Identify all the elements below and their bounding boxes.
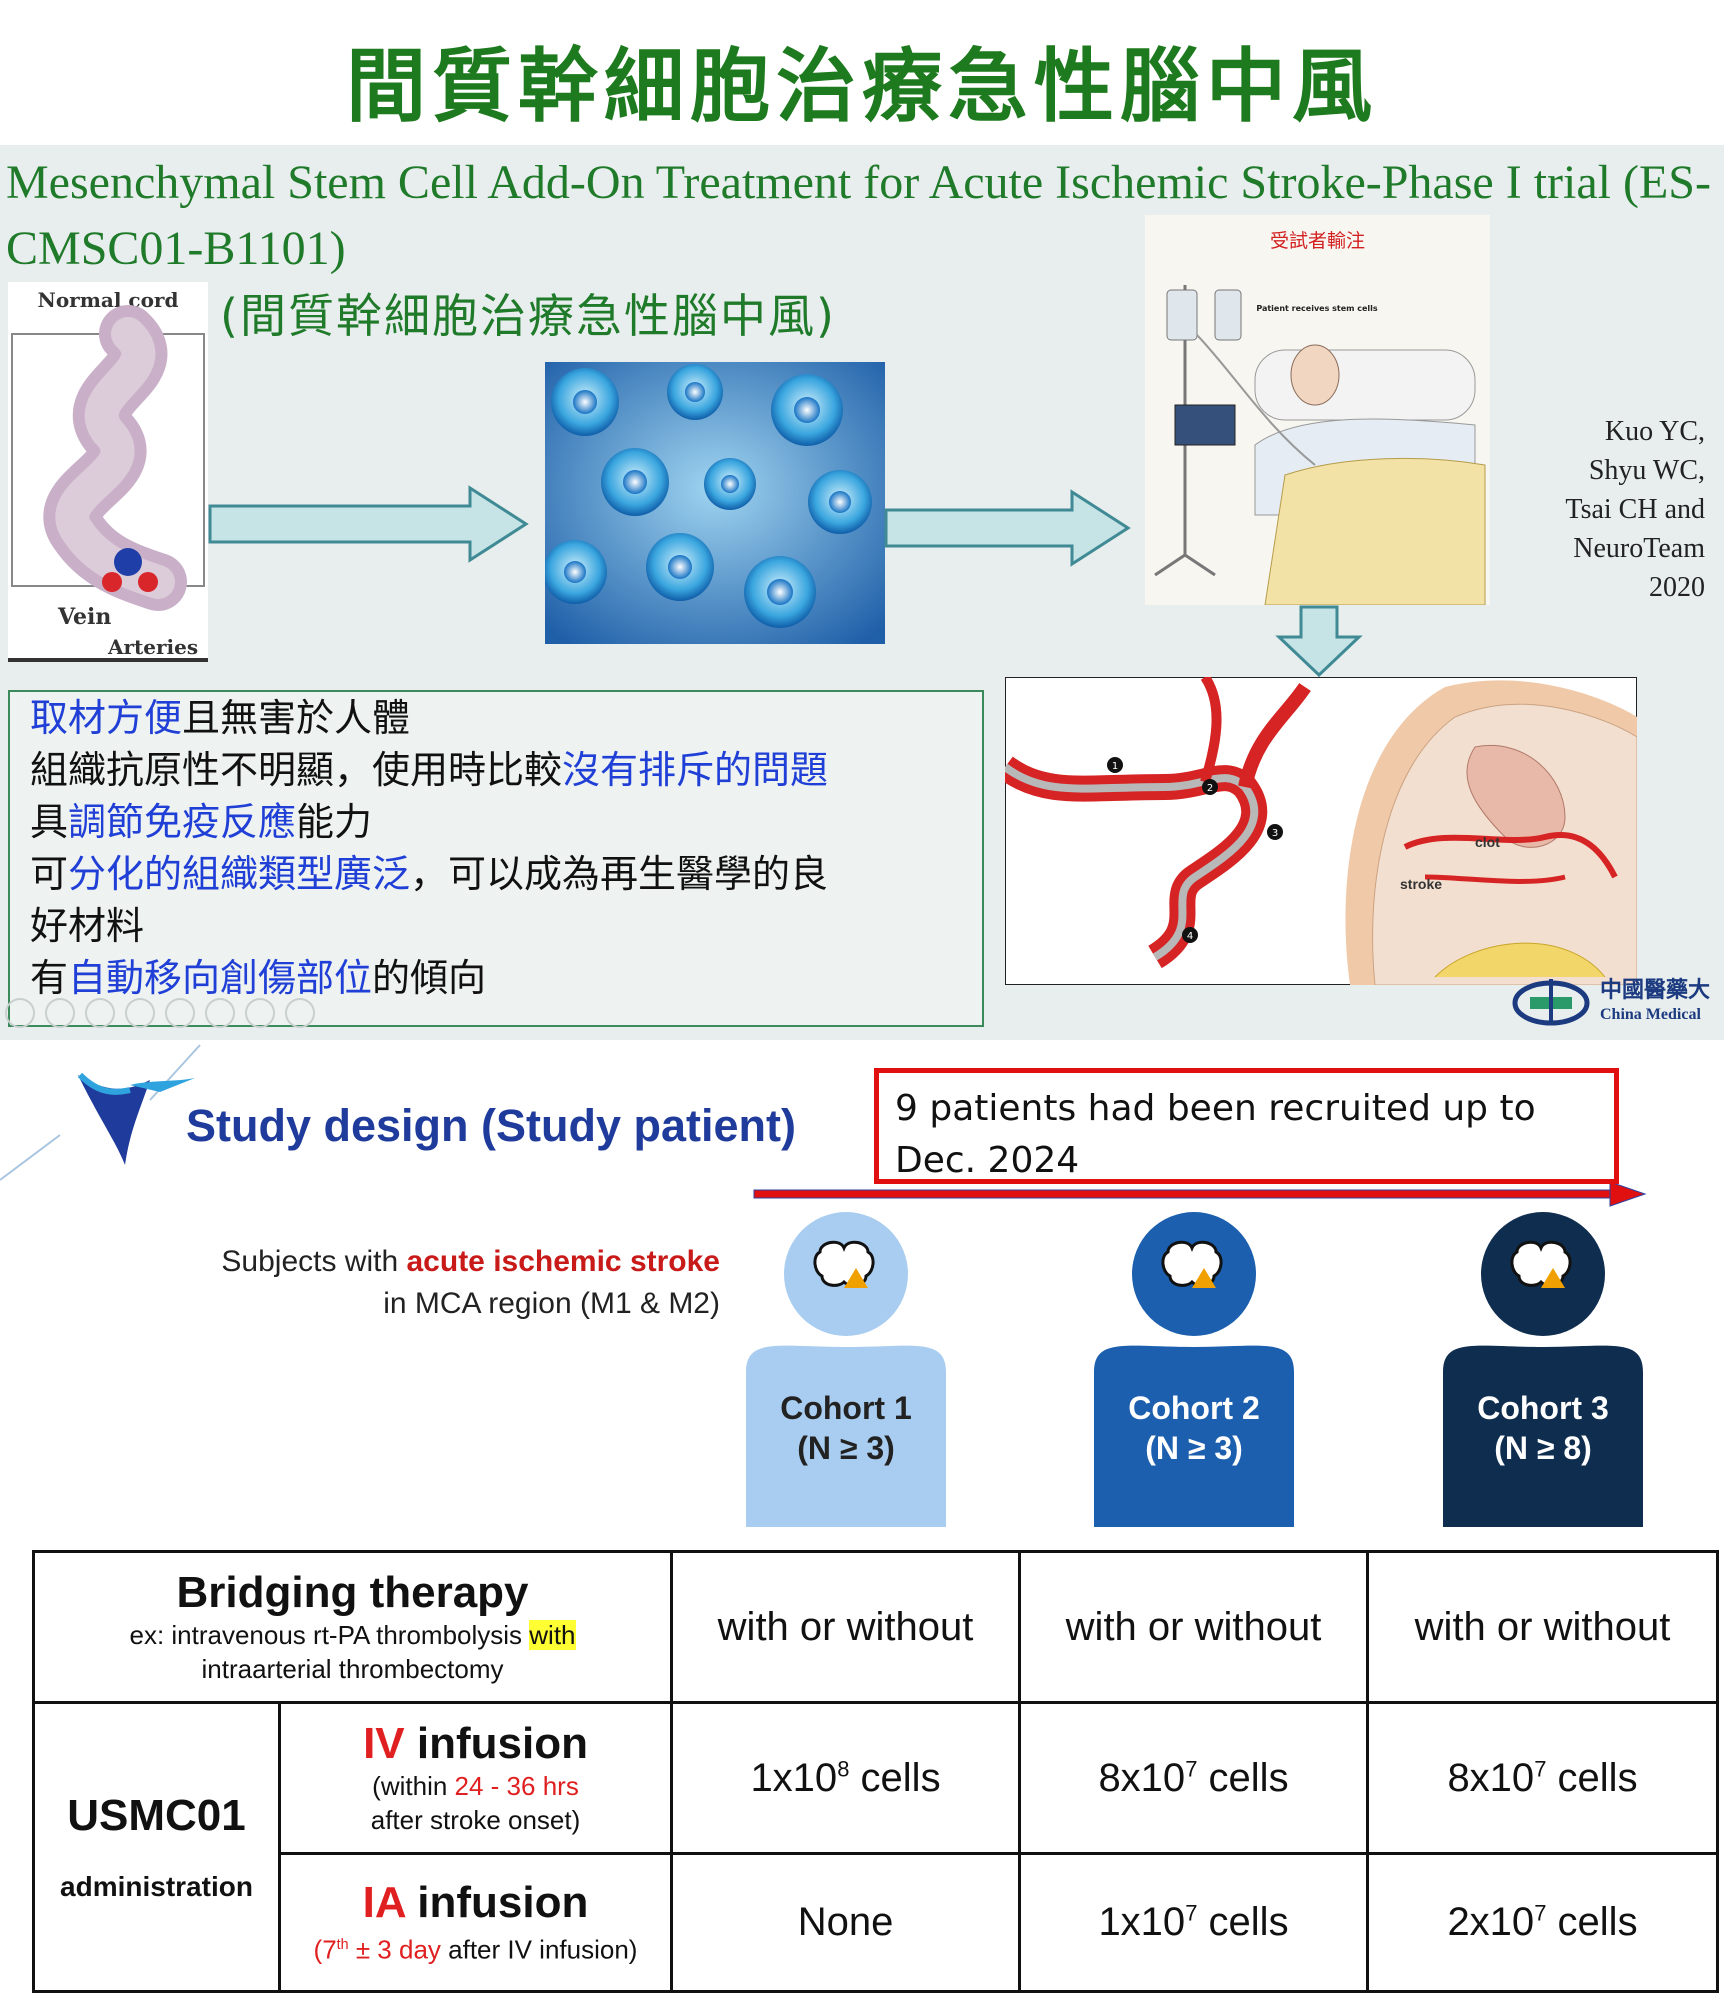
bridging-therapy-header: Bridging therapy ex: intravenous rt-PA t…	[31, 1549, 674, 1705]
table-cell: 8x107 cells	[1366, 1701, 1720, 1856]
patient-caption: 受試者輸注	[1269, 230, 1365, 252]
cord-label-vein: Vein	[57, 604, 111, 630]
logo-text-en: China Medical	[1600, 1006, 1701, 1023]
table-row: USMC01 administration IV infusion (withi…	[32, 1701, 1720, 1993]
table-cell: 1x108 cells	[670, 1701, 1022, 1856]
timeline-arrow	[753, 1181, 1647, 1207]
step-marker: 1	[1112, 761, 1118, 772]
iv-infusion-cell: IV infusion (within 24 - 36 hrs after st…	[277, 1701, 674, 1856]
subjects-line-1: Subjects with acute ischemic stroke	[221, 1245, 720, 1278]
drug-name-cell: USMC01 administration	[32, 1701, 281, 1993]
table-row: Bridging therapy ex: intravenous rt-PA t…	[31, 1549, 1720, 1705]
ia-infusion-cell: IA infusion (7th ± 3 day after IV infusi…	[277, 1852, 674, 1993]
benefit-line: 有自動移向創傷部位的傾向	[30, 956, 487, 1000]
cohort-3-label: Cohort 3(N ≥ 8)	[1477, 1390, 1609, 1466]
benefits-box: 取材方便且無害於人體 組織抗原性不明顯，使用時比較沒有排斥的問題 具調節免疫反應…	[8, 690, 984, 1027]
arrow-right-icon	[884, 489, 1131, 567]
next-slide-icon	[45, 998, 75, 1028]
table-cell: None	[670, 1852, 1022, 1993]
slides-icon	[125, 998, 155, 1028]
bird-logo-icon	[0, 1044, 201, 1181]
cohort-1-label: Cohort 1(N ≥ 3)	[780, 1390, 912, 1466]
stem-cells-image	[545, 362, 885, 644]
table-cell: with or without	[1366, 1549, 1720, 1705]
patient-infusion-image: Patient receives stem cells	[1145, 215, 1490, 605]
zoom-icon	[165, 998, 195, 1028]
table-row: IA infusion (7th ± 3 day after IV infusi…	[34, 1852, 1720, 1993]
table-cell: with or without	[1018, 1549, 1370, 1705]
study-design-title: Study design (Study patient)	[186, 1100, 797, 1151]
pen-icon	[85, 998, 115, 1028]
authors: Kuo YC, Shyu WC, Tsai CH and NeuroTeam 2…	[1495, 412, 1705, 607]
umbilical-cord-image: Normal cord Vein Arteries	[8, 282, 208, 662]
cord-label-normal: Normal cord	[38, 288, 179, 312]
brain-alert-icon	[813, 1240, 875, 1288]
benefit-line: 可分化的組織類型廣泛，可以成為再生醫學的良	[30, 852, 829, 896]
study-design-table: Bridging therapy ex: intravenous rt-PA t…	[31, 1549, 1720, 1993]
arrow-right-icon	[208, 485, 529, 563]
china-medical-logo-icon	[1512, 979, 1590, 1026]
brain-artery-image: 1 2 3 4 clot stroke	[1005, 677, 1637, 985]
arrow-down-icon	[1275, 605, 1363, 677]
step-marker: 3	[1272, 828, 1278, 839]
subjects-line-2: in MCA region (M1 & M2)	[383, 1287, 720, 1320]
author-line: 2020	[1649, 572, 1705, 603]
cord-label-arteries: Arteries	[107, 635, 198, 659]
benefit-line: 好材料	[30, 904, 145, 948]
cohort-2-label: Cohort 2(N ≥ 3)	[1128, 1390, 1260, 1466]
cohort-figures	[746, 1212, 1643, 1527]
prev-slide-icon	[5, 998, 35, 1028]
table-cell: with or without	[670, 1549, 1022, 1705]
author-line: Tsai CH and	[1565, 494, 1705, 525]
patient-text: Patient receives stem cells	[1256, 304, 1378, 313]
trial-subtitle: (間質幹細胞治療急性腦中風)	[220, 289, 836, 343]
recruitment-note: 9 patients had been recruited up to Dec.…	[874, 1068, 1619, 1184]
table-cell: 2x107 cells	[1366, 1852, 1720, 1993]
page-title: 間質幹細胞治療急性腦中風	[346, 40, 1378, 133]
benefit-line: 取材方便且無害於人體	[30, 696, 411, 740]
benefit-line: 具調節免疫反應能力	[30, 800, 373, 844]
brain-label-stroke: stroke	[1400, 876, 1442, 892]
slideshow-controls	[5, 998, 315, 1028]
brain-alert-icon	[1161, 1240, 1223, 1288]
brain-label-clot: clot	[1475, 834, 1500, 850]
subtitle-icon	[245, 998, 275, 1028]
author-line: Kuo YC,	[1604, 416, 1705, 447]
step-marker: 4	[1187, 931, 1193, 942]
author-line: Shyu WC,	[1588, 455, 1705, 486]
table-cell: 1x107 cells	[1018, 1852, 1370, 1993]
logo-text-cn: 中國醫藥大	[1600, 977, 1711, 1003]
author-line: NeuroTeam	[1573, 533, 1705, 564]
brain-alert-icon	[1510, 1240, 1572, 1288]
benefit-line: 組織抗原性不明顯，使用時比較沒有排斥的問題	[30, 748, 829, 792]
trial-title: Mesenchymal Stem Cell Add-On Treatment f…	[6, 156, 1711, 275]
table-cell: 8x107 cells	[1018, 1701, 1370, 1856]
more-icon	[285, 998, 315, 1028]
step-marker: 2	[1207, 783, 1213, 794]
camera-icon	[205, 998, 235, 1028]
